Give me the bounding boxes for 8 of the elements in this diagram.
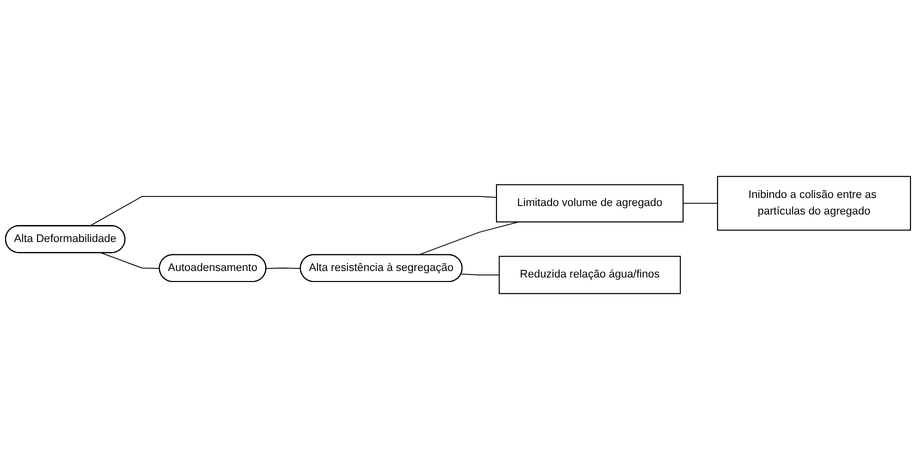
node-box: Inibindo a colisão entre as partículas do agregado — [717, 176, 911, 231]
node-box: Reduzida relação água/finos — [498, 256, 681, 294]
connector — [266, 268, 302, 269]
node-box: Limitado volume de agregado — [496, 184, 684, 222]
connector — [460, 274, 500, 276]
connector — [89, 196, 497, 226]
connector — [682, 202, 718, 204]
connector — [100, 252, 160, 269]
